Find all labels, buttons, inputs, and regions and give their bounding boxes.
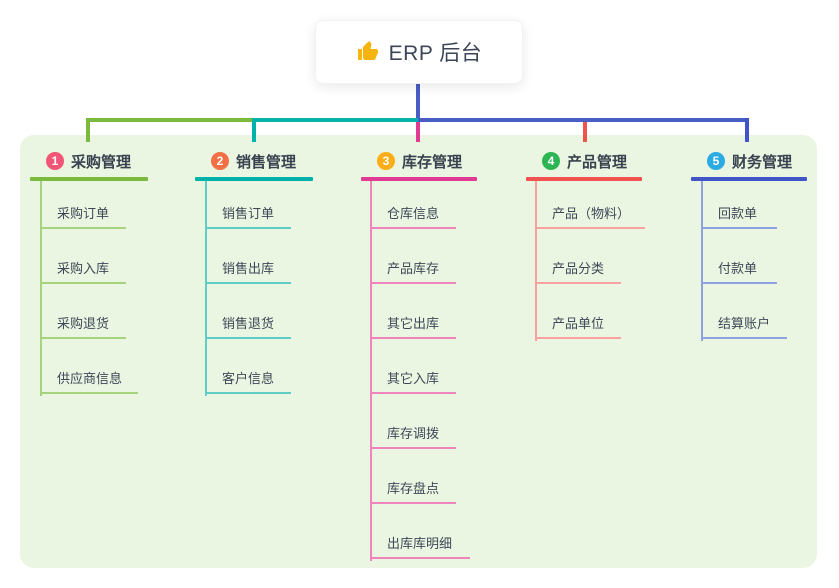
branch2-head[interactable]: 2 销售管理 xyxy=(211,150,296,172)
child-node[interactable]: 销售出库 xyxy=(205,256,291,284)
branch2-number-badge: 2 xyxy=(211,152,229,170)
child-node[interactable]: 产品单位 xyxy=(535,311,621,339)
child-node[interactable]: 供应商信息 xyxy=(40,366,138,394)
child-label: 回款单 xyxy=(718,206,758,221)
child-node[interactable]: 仓库信息 xyxy=(370,201,456,229)
branch5-number-badge: 5 xyxy=(707,152,725,170)
child-node[interactable]: 客户信息 xyxy=(205,366,291,394)
child-label: 仓库信息 xyxy=(387,206,440,221)
branch3-drop-line xyxy=(416,122,420,142)
child-node[interactable]: 产品分类 xyxy=(535,256,621,284)
branch5-tree-line xyxy=(701,181,703,341)
child-node[interactable]: 销售退货 xyxy=(205,311,291,339)
branch4-tree-line xyxy=(535,181,537,341)
child-label: 产品分类 xyxy=(552,261,605,276)
branches-panel xyxy=(20,135,817,568)
child-label: 产品库存 xyxy=(387,261,440,276)
child-node[interactable]: 其它入库 xyxy=(370,366,456,394)
child-label: 采购入库 xyxy=(57,261,110,276)
branch1-underline xyxy=(30,177,148,181)
child-node[interactable]: 出库库明细 xyxy=(370,531,470,559)
branch5-drop-line xyxy=(745,118,749,142)
child-label: 库存调拨 xyxy=(387,426,440,441)
child-node[interactable]: 产品（物料） xyxy=(535,201,645,229)
branch3-label: 库存管理 xyxy=(402,153,463,171)
child-label: 结算账户 xyxy=(718,316,771,331)
branch2-drop-line xyxy=(252,118,256,142)
spine-blue-segment xyxy=(418,118,749,122)
child-label: 其它出库 xyxy=(387,316,440,331)
branch5-label: 财务管理 xyxy=(732,153,793,171)
child-label: 其它入库 xyxy=(387,371,440,386)
child-node[interactable]: 库存调拨 xyxy=(370,421,456,449)
spine-green-segment xyxy=(86,118,252,122)
child-label: 库存盘点 xyxy=(387,481,440,496)
branch4-drop-line xyxy=(583,122,587,142)
child-label: 产品单位 xyxy=(552,316,605,331)
branch4-number-badge: 4 xyxy=(542,152,560,170)
child-label: 销售出库 xyxy=(222,261,275,276)
child-node[interactable]: 其它出库 xyxy=(370,311,456,339)
child-node[interactable]: 结算账户 xyxy=(701,311,787,339)
child-label: 客户信息 xyxy=(222,371,275,386)
child-node[interactable]: 销售订单 xyxy=(205,201,291,229)
child-node[interactable]: 库存盘点 xyxy=(370,476,456,504)
child-label: 付款单 xyxy=(718,261,758,276)
child-label: 销售订单 xyxy=(222,206,275,221)
child-label: 采购订单 xyxy=(57,206,110,221)
child-node[interactable]: 付款单 xyxy=(701,256,777,284)
branch1-tree-line xyxy=(40,181,42,396)
branch3-head[interactable]: 3 库存管理 xyxy=(377,150,462,172)
child-node[interactable]: 回款单 xyxy=(701,201,777,229)
branch3-number-badge: 3 xyxy=(377,152,395,170)
thumbs-up-icon xyxy=(357,41,378,60)
branch4-head[interactable]: 4 产品管理 xyxy=(542,150,627,172)
child-node[interactable]: 采购订单 xyxy=(40,201,126,229)
branch5-head[interactable]: 5 财务管理 xyxy=(707,150,792,172)
child-label: 采购退货 xyxy=(57,316,110,331)
branch4-underline xyxy=(526,177,642,181)
child-label: 销售退货 xyxy=(222,316,275,331)
child-label: 出库库明细 xyxy=(387,536,453,551)
branch2-underline xyxy=(195,177,313,181)
branch1-label: 采购管理 xyxy=(71,153,132,171)
branch3-underline xyxy=(361,177,477,181)
child-node[interactable]: 采购入库 xyxy=(40,256,126,284)
branch4-label: 产品管理 xyxy=(567,153,628,171)
branch3-tree-line xyxy=(370,181,372,561)
child-node[interactable]: 采购退货 xyxy=(40,311,126,339)
branch1-drop-line xyxy=(86,118,90,142)
root-node[interactable]: ERP 后台 xyxy=(315,20,523,84)
child-label: 产品（物料） xyxy=(552,206,631,221)
root-label: ERP 后台 xyxy=(388,42,483,65)
child-node[interactable]: 产品库存 xyxy=(370,256,456,284)
branch2-label: 销售管理 xyxy=(236,153,297,171)
child-label: 供应商信息 xyxy=(57,371,123,386)
branch5-underline xyxy=(691,177,807,181)
root-connector-line xyxy=(416,84,420,122)
branch1-number-badge: 1 xyxy=(46,152,64,170)
branch2-tree-line xyxy=(205,181,207,396)
branch1-head[interactable]: 1 采购管理 xyxy=(46,150,131,172)
spine-teal-segment xyxy=(252,118,418,122)
